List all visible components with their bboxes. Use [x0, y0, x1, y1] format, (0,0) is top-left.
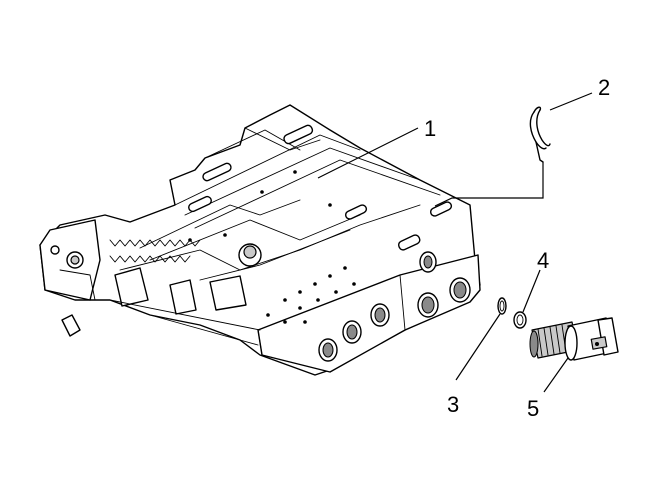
solenoid — [529, 317, 619, 361]
o-ring-small — [497, 297, 507, 315]
valve-body — [39, 104, 481, 376]
callout-4: 4 — [537, 248, 549, 273]
callout-1: 1 — [424, 116, 436, 141]
retaining-clip — [529, 106, 551, 163]
callout-2: 2 — [598, 75, 610, 100]
port-holes — [318, 251, 471, 362]
o-ring-large — [513, 311, 527, 329]
bolt-hole-pattern — [266, 266, 356, 324]
callout-5: 5 — [527, 396, 539, 421]
callout-3: 3 — [447, 392, 459, 417]
leader-lines — [317, 92, 593, 393]
